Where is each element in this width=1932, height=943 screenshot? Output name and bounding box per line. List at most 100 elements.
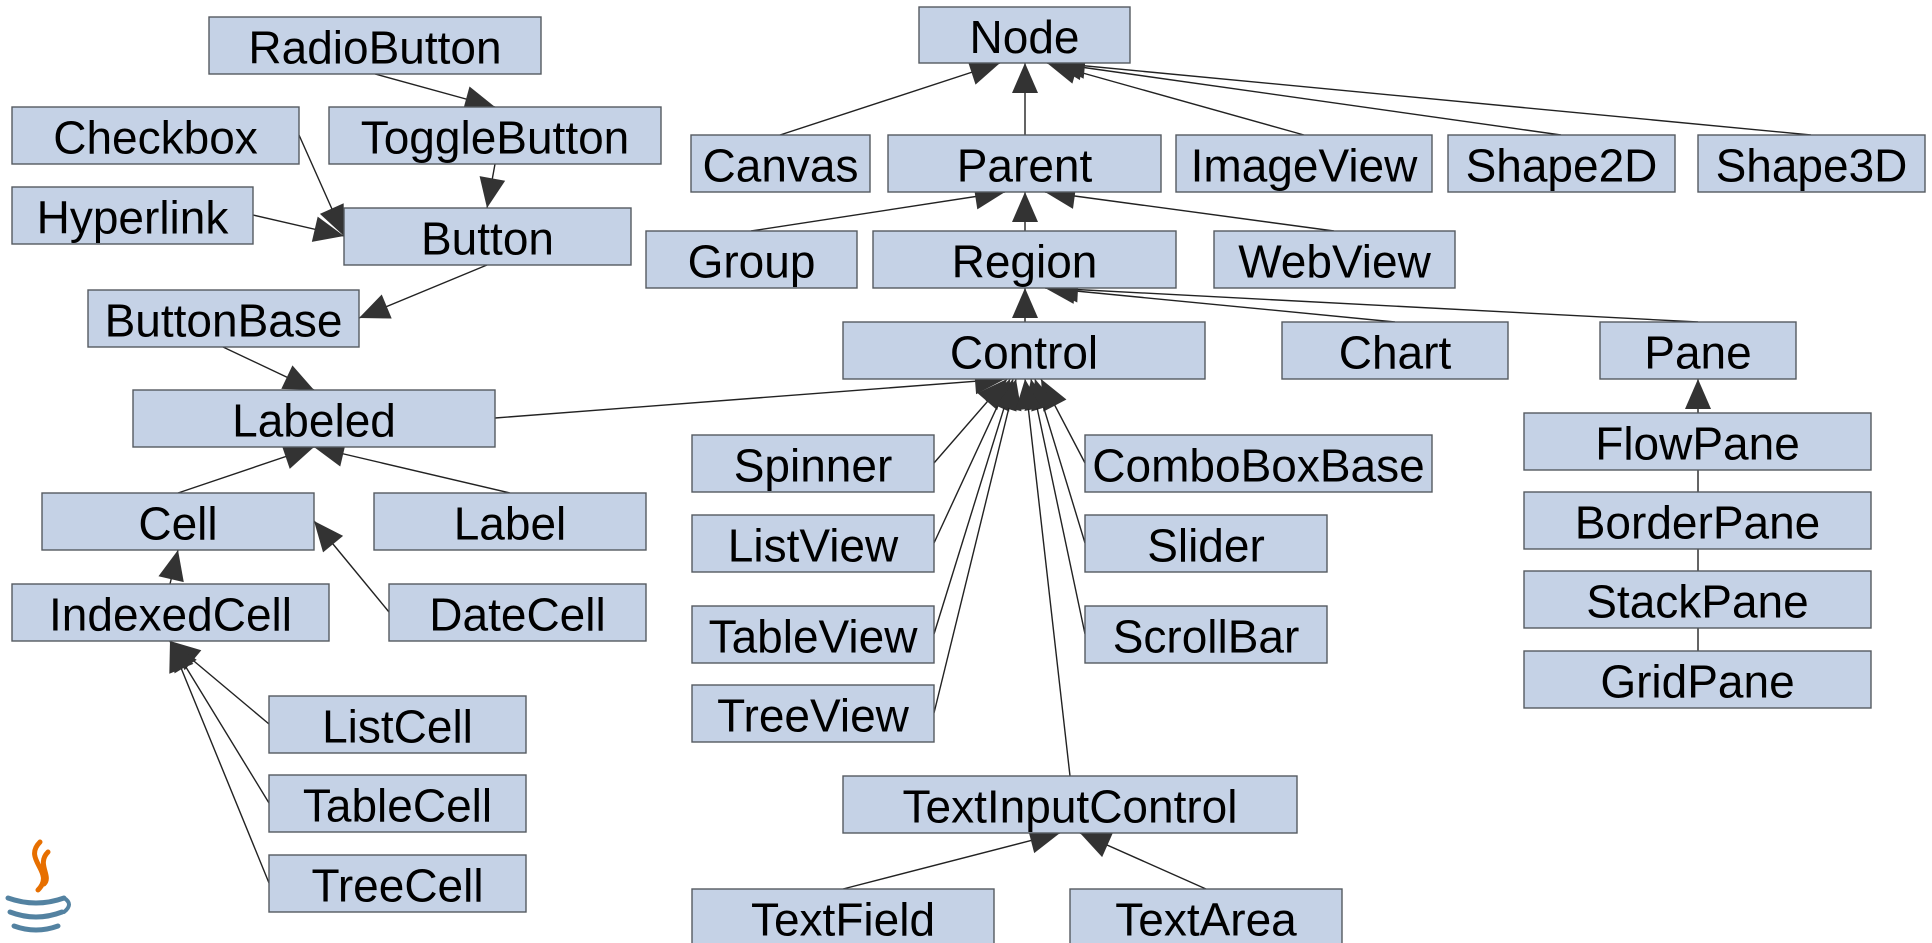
class-node-text-input-control: TextInputControl (842, 775, 1298, 834)
edge-list-view-to-control (933, 378, 1011, 544)
class-box (918, 6, 1131, 64)
class-label: Region (952, 236, 1098, 288)
class-box (132, 389, 496, 448)
class-box (373, 492, 647, 551)
class-label: BorderPane (1575, 497, 1821, 549)
class-label: StackPane (1586, 576, 1808, 628)
class-box (268, 774, 527, 833)
class-box (1281, 321, 1509, 380)
class-box (872, 230, 1177, 289)
edge-scroll-bar-to-control (1030, 378, 1086, 635)
class-node-hyperlink: Hyperlink (11, 186, 254, 245)
arrowhead-button-base-to-labeled (281, 365, 314, 390)
class-node-text-field: TextField (691, 888, 995, 943)
class-node-indexed-cell: IndexedCell (11, 583, 330, 642)
arrowhead-hyperlink-to-button (311, 216, 344, 242)
class-label: Control (950, 327, 1098, 379)
class-box (1599, 321, 1797, 380)
class-box (388, 583, 647, 642)
class-node-group: Group (645, 230, 858, 289)
class-box (691, 605, 935, 664)
java-steam-icon (32, 839, 51, 893)
class-node-region: Region (872, 230, 1177, 289)
class-label: ImageView (1191, 140, 1419, 192)
class-box (842, 775, 1298, 834)
class-node-list-cell: ListCell (268, 695, 527, 754)
edge-tree-cell-to-indexed-cell (169, 640, 270, 884)
class-node-table-view: TableView (691, 605, 935, 664)
arrowhead-tree-view-to-control (996, 379, 1022, 412)
class-node-node: Node (918, 6, 1131, 64)
class-box (1523, 570, 1872, 629)
edge-table-view-to-control (933, 378, 1014, 635)
class-label: DateCell (429, 589, 605, 641)
class-box (691, 434, 935, 493)
class-box (1697, 134, 1926, 193)
class-node-tree-cell: TreeCell (268, 854, 527, 913)
class-box (343, 207, 632, 266)
edge-text-input-control-to-control (1024, 378, 1071, 777)
class-node-canvas: Canvas (690, 134, 871, 193)
class-box (11, 106, 300, 165)
class-label: GridPane (1600, 656, 1794, 708)
class-box (268, 695, 527, 754)
class-node-shape3-d: Shape3D (1697, 134, 1926, 193)
arrowhead-date-cell-to-cell (314, 521, 344, 553)
class-label: Group (688, 236, 816, 288)
class-label: Hyperlink (37, 192, 230, 244)
class-label: Checkbox (53, 112, 258, 164)
edge-group-to-parent (750, 191, 1006, 232)
edge-labeled-to-control (494, 378, 1006, 419)
class-node-list-view: ListView (691, 514, 935, 573)
class-label: RadioButton (248, 22, 501, 74)
edge-web-view-to-parent (1044, 191, 1335, 232)
edge-canvas-to-node (779, 62, 1001, 136)
class-box (691, 514, 935, 573)
class-node-grid-pane: GridPane (1523, 650, 1872, 709)
class-box (1447, 134, 1676, 193)
class-box (1084, 434, 1433, 493)
class-node-labeled: Labeled (132, 389, 496, 448)
class-label: ListCell (322, 701, 473, 753)
arrowhead-cell-to-labeled (281, 444, 314, 469)
class-box (1523, 491, 1872, 550)
java-cup-icon (5, 839, 71, 933)
class-label: TextArea (1115, 894, 1297, 943)
edge-table-cell-to-indexed-cell (169, 640, 270, 804)
class-box (11, 583, 330, 642)
edge-pane-to-region (1047, 287, 1699, 323)
arrowhead-parent-to-node (1012, 63, 1038, 93)
class-label: Shape3D (1716, 140, 1908, 192)
class-label: Slider (1147, 520, 1265, 572)
class-label: Cell (138, 498, 217, 550)
class-label: FlowPane (1595, 418, 1800, 470)
class-node-slider: Slider (1084, 514, 1328, 573)
class-label: Parent (957, 140, 1093, 192)
class-box (887, 134, 1162, 193)
class-box (1523, 650, 1872, 709)
java-cup-handle-icon (62, 896, 71, 914)
class-label: TextField (751, 894, 935, 943)
edge-label-to-labeled (313, 446, 511, 494)
class-node-button: Button (343, 207, 632, 266)
arrowhead-flow-pane-to-pane (1685, 379, 1711, 409)
class-label: Node (970, 11, 1080, 63)
class-node-pane: Pane (1599, 321, 1797, 380)
class-node-image-view: ImageView (1175, 134, 1433, 193)
class-box (1213, 230, 1456, 289)
class-label: Pane (1644, 327, 1751, 379)
class-node-border-pane: BorderPane (1523, 491, 1872, 550)
class-box (1175, 134, 1433, 193)
arrowhead-button-to-button-base (359, 294, 392, 319)
edge-shape2-d-to-node (1051, 62, 1562, 136)
class-label: ListView (728, 520, 899, 572)
class-box (87, 289, 360, 348)
class-box (1084, 605, 1328, 664)
class-node-parent: Parent (887, 134, 1162, 193)
class-node-label: Label (373, 492, 647, 551)
arrowhead-checkbox-to-button (319, 203, 344, 236)
class-box (328, 106, 662, 165)
arrowhead-indexed-cell-to-cell (158, 550, 184, 583)
